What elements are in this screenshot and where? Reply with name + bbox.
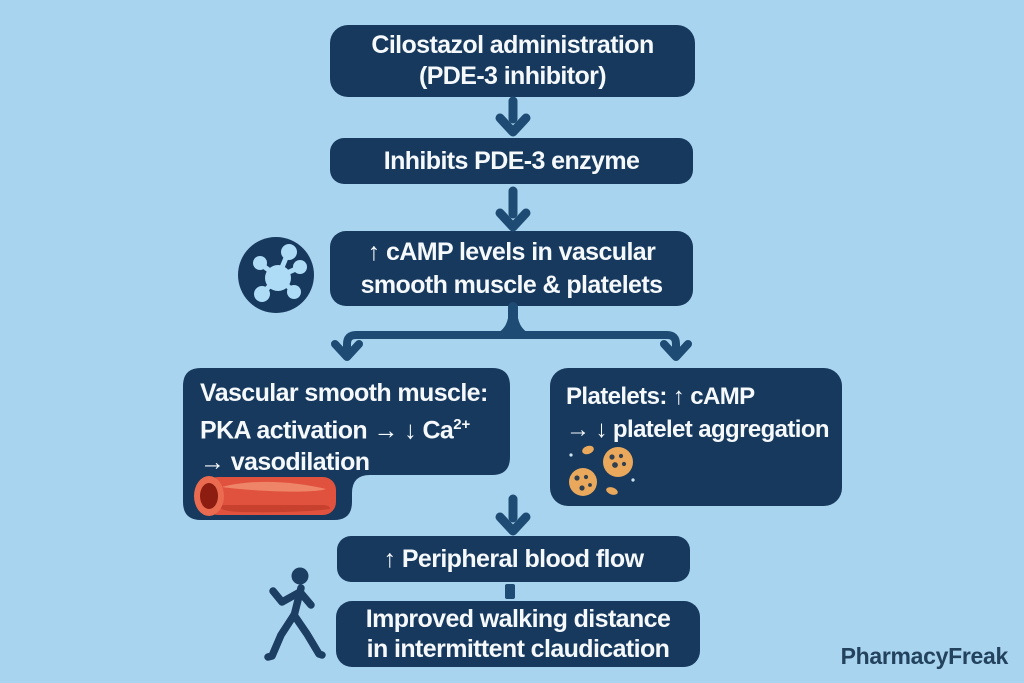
box3-line2: smooth muscle & platelets — [360, 270, 663, 299]
box-peripheral-blood-flow: ↑ Peripheral blood flow — [337, 536, 690, 582]
box2-line1: Inhibits PDE-3 enzyme — [383, 146, 640, 175]
box-platelets-branch: Platelets: ↑ cAMP → ↓ platelet aggregati… — [550, 368, 842, 506]
box1-line1: Cilostazol administration — [371, 31, 654, 59]
box-improved-walking: Improved walking distance in intermitten… — [336, 601, 700, 667]
box4-line1: ↑ Peripheral blood flow — [383, 544, 644, 573]
branch-arrowhead-right — [660, 340, 692, 361]
leftbox-line1: Vascular smooth muscle: — [200, 379, 488, 407]
box-camp-levels: ↑ cAMP levels in vascular smooth muscle … — [330, 231, 693, 306]
box1-line2: (PDE-3 inhibitor) — [418, 62, 607, 90]
box-inhibits-pde3: Inhibits PDE-3 enzyme — [330, 138, 693, 184]
down-arrow-2 — [495, 186, 531, 232]
dash-connector — [505, 584, 515, 599]
blood-vessel-icon — [194, 476, 336, 516]
branch-arrowhead-left — [331, 340, 363, 361]
rightbox-line1: Platelets: ↑ cAMP — [566, 383, 755, 410]
rightbox-line2: → ↓ platelet aggregation — [566, 416, 830, 443]
ca-superscript: 2+ — [453, 416, 471, 433]
leftbox-line2: PKA activation → ↓ Ca2+ — [200, 416, 471, 445]
down-arrow-3 — [495, 494, 531, 536]
box-vascular-smooth-muscle-text: Vascular smooth muscle: PKA activation →… — [200, 377, 488, 478]
leftbox-line3: → vasodilation — [200, 448, 370, 477]
box-cilostazol-administration: Cilostazol administration (PDE-3 inhibit… — [330, 25, 695, 97]
box5-line2: in intermittent claudication — [366, 635, 670, 663]
down-arrow-1 — [495, 96, 531, 137]
watermark-text: PharmacyFreak — [840, 643, 1009, 669]
box3-line1: ↑ cAMP levels in vascular — [367, 237, 656, 266]
branch-connector — [331, 302, 692, 361]
camp-molecule-icon — [238, 237, 314, 313]
box5-line1: Improved walking distance — [365, 605, 671, 633]
walking-person-icon — [264, 567, 326, 661]
